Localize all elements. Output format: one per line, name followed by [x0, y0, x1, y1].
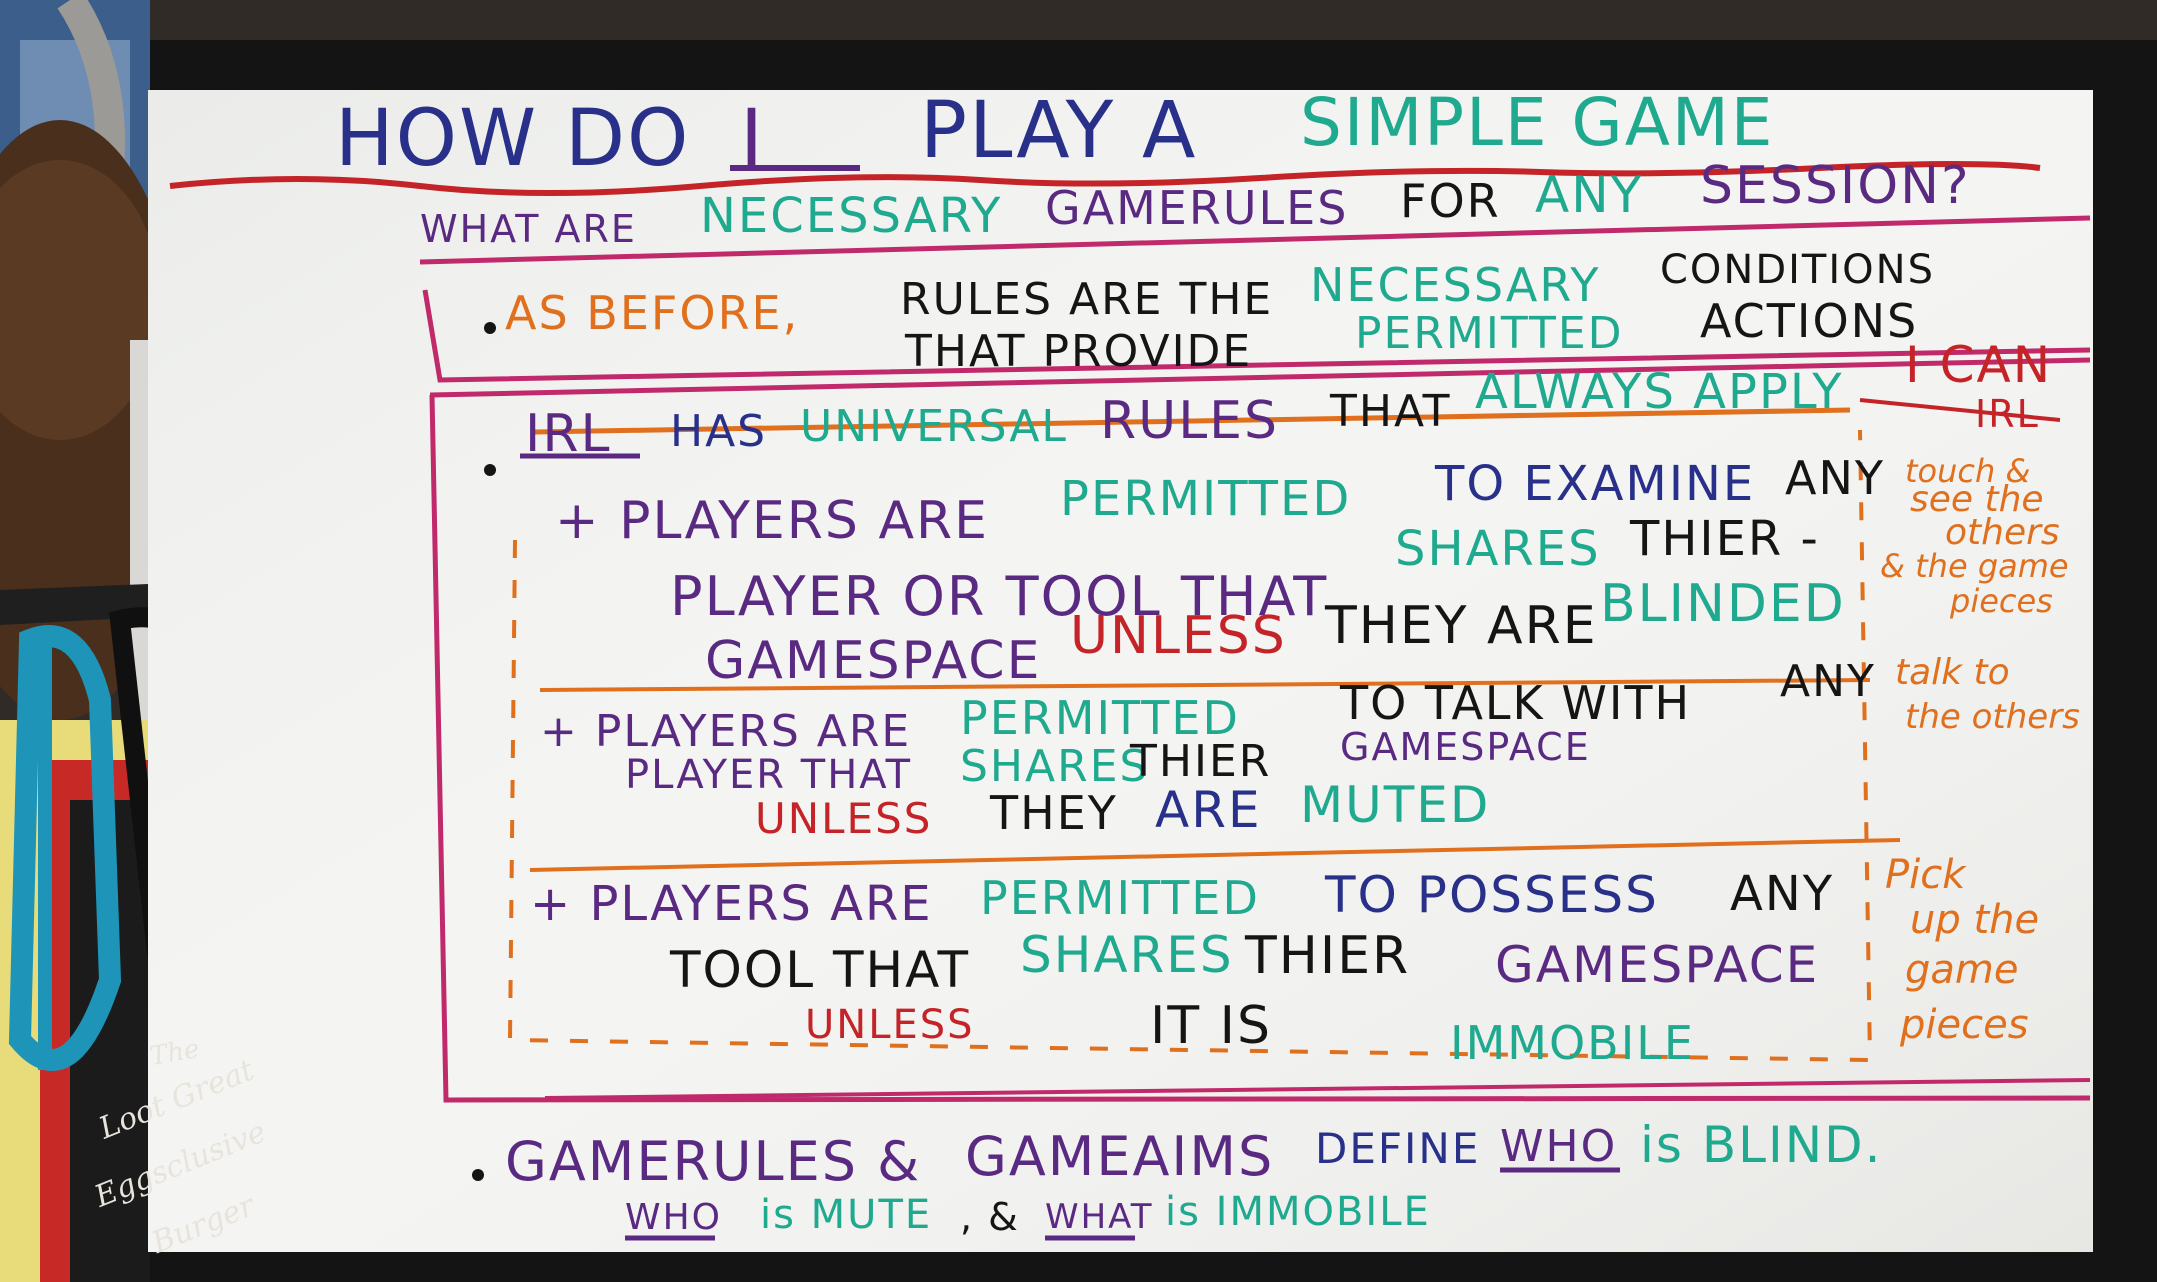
irl-box-bottom	[544, 1078, 2091, 1100]
question-any: ANY	[1535, 166, 1644, 224]
title-underline	[169, 161, 2041, 196]
rule2-any: ANY	[1780, 656, 1876, 707]
bullet-footer	[472, 1169, 484, 1181]
rule1-side-line-3: others	[1945, 512, 2060, 553]
rules-top-line	[534, 407, 1851, 435]
footer-gameaims: GAMEAIMS	[965, 1125, 1275, 1188]
rule2-unless: UNLESS	[755, 794, 933, 843]
whiteboard-glare	[148, 90, 2093, 1252]
title-play-a: PLAY A	[920, 86, 1198, 176]
rule1-bottom-line	[539, 678, 1871, 692]
as-before-permitted: PERMITTED	[1355, 308, 1624, 359]
as-before-that-provide: THAT PROVIDE	[905, 326, 1253, 377]
bullet-irl	[484, 464, 496, 476]
bullet-as-before	[484, 322, 496, 334]
rule1-to-examine: TO EXAMINE	[1435, 456, 1756, 512]
irl-rules: RULES	[1100, 391, 1280, 451]
rule1-gamespace: GAMESPACE	[705, 631, 1042, 691]
footer-what: WHAT	[1045, 1197, 1154, 1237]
as-before-necessary: NECESSARY	[1310, 258, 1601, 312]
irl-box-top	[429, 357, 2091, 398]
rule3-thier: THIER	[1245, 926, 1411, 986]
rule3-to-possess: TO POSSESS	[1325, 866, 1659, 924]
irl-box	[429, 394, 2091, 1103]
rule3-permitted: PERMITTED	[980, 871, 1260, 925]
rule3-any: ANY	[1730, 866, 1835, 922]
irl-label: IRL	[525, 404, 612, 464]
knit-hat-top	[0, 160, 160, 440]
rule1-unless: UNLESS	[1070, 606, 1287, 666]
footer-is-blind: is BLIND.	[1640, 1116, 1883, 1174]
footer-is-immobile: is IMMOBILE	[1165, 1189, 1431, 1235]
rule1-side-line-1: touch &	[1905, 452, 2031, 490]
title-simple-game: SIMPLE GAME	[1300, 84, 1775, 161]
question-underline	[419, 215, 2091, 265]
rule1-blinded: BLINDED	[1600, 574, 1846, 634]
rule1-players-are: + PLAYERS ARE	[555, 491, 990, 551]
rule3-it-is: IT IS	[1150, 996, 1272, 1056]
rule1-they-are: THEY ARE	[1325, 596, 1598, 656]
rule3-side-line-2: up the	[1910, 897, 2040, 943]
footer-is-mute: is MUTE	[760, 1192, 933, 1238]
rule1-side-line-2: see the	[1910, 479, 2044, 520]
rule2-side-line-2: the others	[1905, 697, 2080, 737]
rule2-side-line-1: talk to	[1895, 652, 2010, 693]
rule3-side-line-3: game	[1905, 947, 2019, 993]
rule3-immobile: IMMOBILE	[1450, 1016, 1695, 1070]
blue-sunglasses	[8, 625, 122, 1071]
rule1-side-line-4: & the game	[1880, 547, 2069, 585]
footer-who-2: WHO	[625, 1197, 723, 1238]
rule1-side-line-5: pieces	[1950, 582, 2053, 620]
irl-universal: UNIVERSAL	[800, 401, 1068, 452]
rule2-gamespace: GAMESPACE	[1340, 725, 1591, 769]
rule1-shares: SHARES	[1395, 521, 1601, 577]
side-divider	[1859, 398, 2061, 422]
rule3-unless: UNLESS	[805, 1002, 975, 1048]
irl-side-title-1: I CAN	[1905, 336, 2053, 394]
rule2-to-talk-with: TO TALK WITH	[1340, 676, 1692, 730]
rule3-side-line-4: pieces	[1900, 1002, 2029, 1048]
footer-and: , &	[960, 1195, 1020, 1239]
rule1-thier: THIER -	[1630, 511, 1820, 567]
footer-gamerules: GAMERULES &	[505, 1130, 922, 1193]
rule3-tool-that: TOOL THAT	[670, 941, 971, 999]
irl-side-title-2: IRL	[1975, 392, 2040, 436]
question-what-are: WHAT ARE	[420, 207, 637, 251]
question-session: SESSION?	[1700, 156, 1971, 216]
rule3-gamespace: GAMESPACE	[1495, 936, 1820, 994]
rule2-bottom-line	[529, 838, 1901, 872]
rules-dashed-box	[507, 429, 1873, 1063]
title-how-do: HOW DO	[335, 94, 691, 184]
rule3-side-line-1: Pick	[1885, 852, 1966, 898]
rule1-permitted: PERMITTED	[1060, 471, 1352, 527]
question-for: FOR	[1400, 174, 1501, 228]
irl-has: HAS	[670, 406, 768, 457]
as-before-box	[422, 289, 2091, 383]
rule2-players-are: + PLAYERS ARE	[540, 706, 912, 757]
as-before-rules-are-the: RULES ARE THE	[900, 274, 1274, 325]
as-before-prefix: AS BEFORE,	[505, 286, 800, 340]
rule3-players-are: + PLAYERS ARE	[530, 876, 933, 932]
title-i: I	[740, 94, 766, 184]
rule2-they: THEY	[990, 786, 1118, 840]
rule3-shares: SHARES	[1020, 926, 1234, 984]
question-gamerules: GAMERULES	[1045, 181, 1349, 235]
rule2-player-that: PLAYER THAT	[625, 752, 912, 798]
as-before-conditions: CONDITIONS	[1660, 247, 1935, 293]
rule2-permitted: PERMITTED	[960, 691, 1240, 745]
question-necessary: NECESSARY	[700, 188, 1003, 244]
rule2-thier: THIER	[1130, 736, 1272, 787]
rule1-any: ANY	[1785, 451, 1885, 505]
as-before-actions: ACTIONS	[1700, 294, 1919, 348]
irl-always-apply: ALWAYS APPLY	[1475, 364, 1844, 420]
rule2-shares: SHARES	[960, 741, 1150, 792]
irl-that: THAT	[1330, 386, 1452, 437]
rule2-muted: MUTED	[1300, 776, 1491, 834]
rule2-are: ARE	[1155, 781, 1262, 839]
rule1-player-or-tool: PLAYER OR TOOL THAT	[670, 565, 1329, 628]
footer-who-1: WHO	[1500, 1121, 1618, 1172]
footer-define: DEFINE	[1315, 1124, 1481, 1173]
